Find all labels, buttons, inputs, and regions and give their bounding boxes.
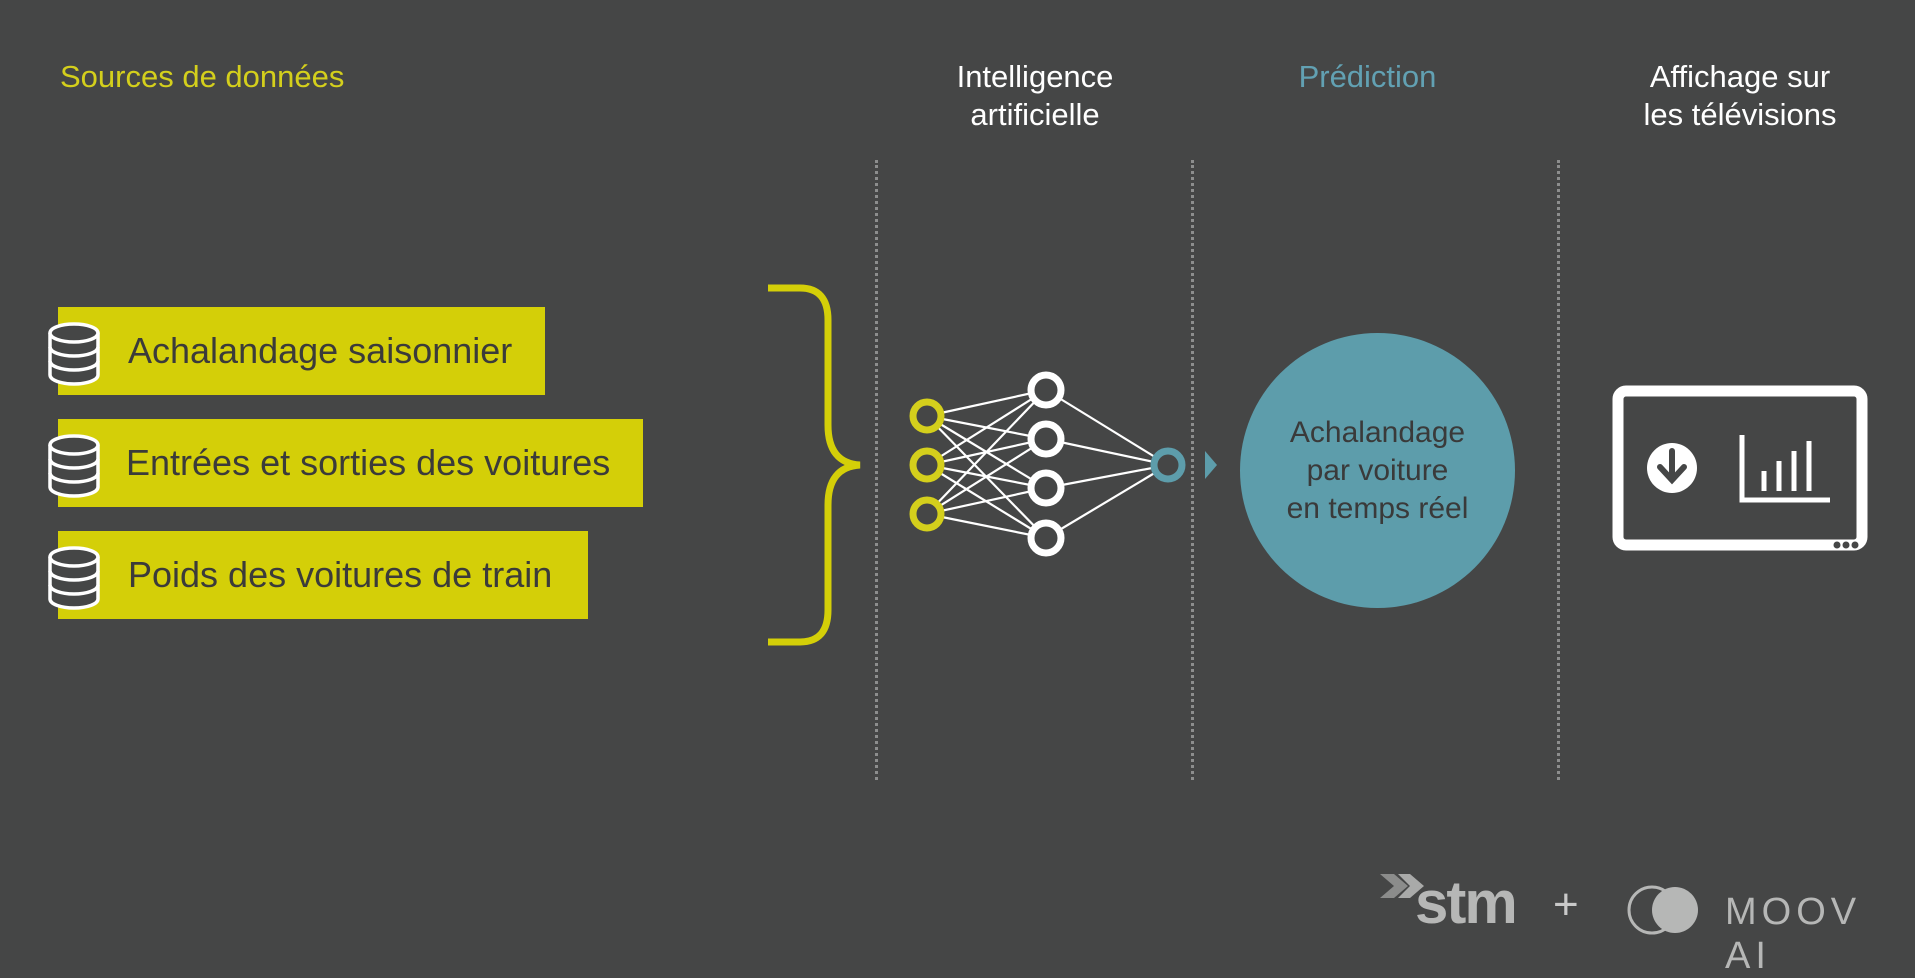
stm-chevron-icon bbox=[1380, 874, 1424, 898]
database-icon bbox=[48, 322, 100, 386]
source-box: Achalandage saisonnier bbox=[48, 307, 545, 395]
database-icon bbox=[48, 434, 100, 498]
television-icon bbox=[1612, 385, 1868, 551]
header-sources: Sources de données bbox=[60, 59, 345, 94]
bar-chart-icon bbox=[1739, 435, 1830, 503]
curly-brace bbox=[768, 284, 861, 646]
header-ai: Intelligence artificielle bbox=[956, 59, 1114, 132]
source-label: Entrées et sorties des voitures bbox=[126, 442, 611, 483]
header-display: Affichage sur les télévisions bbox=[1643, 59, 1837, 132]
partner-logos bbox=[1380, 874, 1698, 935]
prediction-circle: Achalandage par voiture en temps réel bbox=[1240, 333, 1515, 608]
source-box: Entrées et sorties des voitures bbox=[48, 419, 643, 507]
metro-logo-icon bbox=[1647, 443, 1697, 493]
plus-sign: + bbox=[1553, 880, 1579, 929]
moov-ai-logo-text: MOOV AI bbox=[1725, 891, 1862, 977]
stm-logo-text: stm bbox=[1415, 869, 1518, 936]
source-label: Poids des voitures de train bbox=[128, 554, 553, 595]
source-box: Poids des voitures de train bbox=[48, 531, 588, 619]
database-icon bbox=[48, 546, 100, 610]
neural-network-icon bbox=[909, 371, 1217, 557]
separator-line bbox=[875, 160, 878, 780]
separator-line bbox=[1191, 160, 1194, 780]
source-label: Achalandage saisonnier bbox=[128, 330, 513, 371]
header-prediction: Prédiction bbox=[1298, 59, 1437, 94]
separator-line bbox=[1557, 160, 1560, 780]
prediction-text: Achalandage par voiture en temps réel bbox=[1286, 415, 1469, 525]
